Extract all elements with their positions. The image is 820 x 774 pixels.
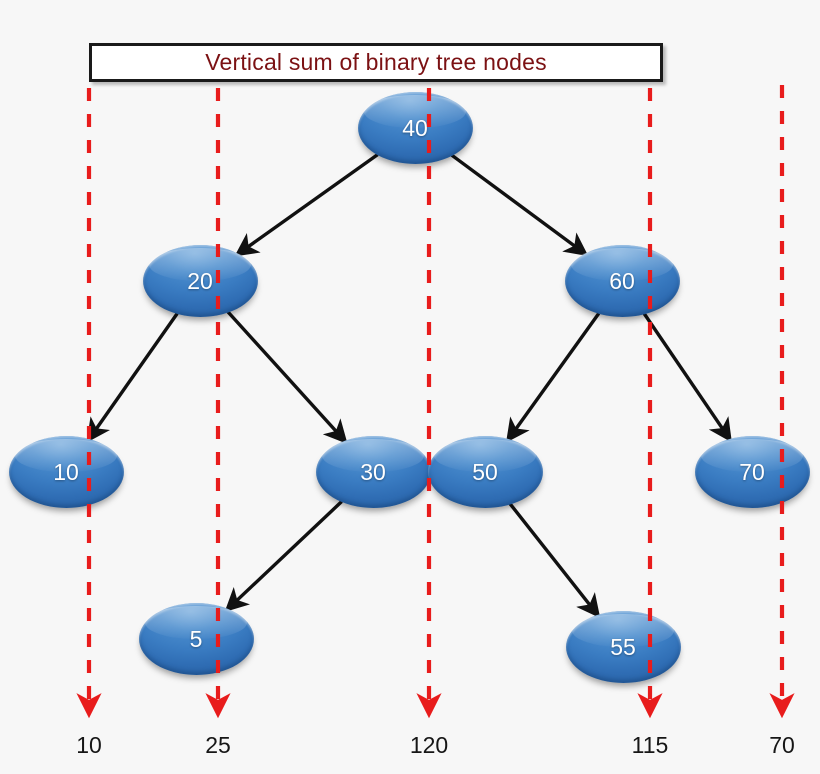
tree-node-label: 40: [402, 114, 428, 141]
tree-node-5: 5: [138, 603, 254, 675]
tree-node-label: 60: [609, 267, 635, 294]
tree-edge-30-to-5: [224, 500, 343, 613]
tree-node-70: 70: [694, 436, 810, 508]
tree-node-40: 40: [357, 92, 473, 164]
tree-node-55: 55: [565, 611, 681, 683]
tree-node-label: 30: [360, 458, 386, 485]
tree-node-label: 10: [53, 458, 79, 485]
column-sum-4: 70: [769, 732, 795, 758]
tree-node-20: 20: [142, 245, 258, 317]
tree-edge-50-to-55: [508, 502, 601, 619]
tree-edge-60-to-70: [642, 312, 732, 443]
tree-edges: [86, 153, 732, 619]
tree-node-50: 50: [427, 436, 543, 508]
tree-edge-40-to-20: [234, 153, 379, 257]
tree-node-label: 5: [189, 625, 203, 652]
tree-edge-20-to-10: [86, 312, 179, 443]
tree-edge-60-to-50: [506, 312, 601, 443]
tree-node-30: 30: [315, 436, 431, 508]
tree-node-label: 55: [610, 633, 636, 660]
title-box: Vertical sum of binary tree nodes: [89, 43, 663, 82]
column-sum-3: 115: [631, 732, 669, 758]
column-sum-0: 10: [76, 732, 102, 758]
tree-edge-40-to-60: [450, 153, 589, 257]
tree-node-10: 10: [8, 436, 124, 508]
page-title: Vertical sum of binary tree nodes: [205, 49, 547, 75]
tree-edge-20-to-30: [226, 310, 348, 444]
column-sum-2: 120: [409, 732, 449, 758]
column-sum-1: 25: [205, 732, 231, 758]
tree-node-label: 20: [187, 267, 213, 294]
tree-node-label: 50: [472, 458, 498, 485]
vertical-dashed-lines: [76, 85, 795, 719]
tree-node-label: 70: [739, 458, 765, 485]
